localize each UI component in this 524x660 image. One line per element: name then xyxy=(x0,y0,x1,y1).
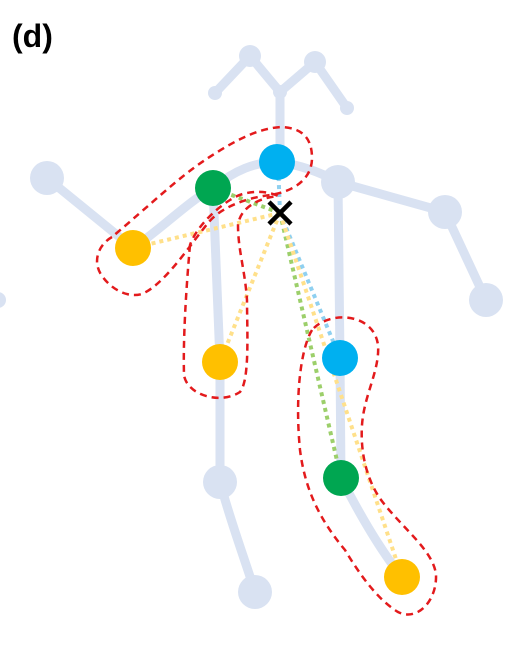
group-outlines xyxy=(95,125,438,616)
skeleton-joint xyxy=(428,195,462,229)
skeleton-bone xyxy=(333,177,450,217)
yellow-link xyxy=(218,212,282,363)
blue-joint xyxy=(259,144,295,180)
skeleton-joint xyxy=(208,86,222,100)
skeleton-joint xyxy=(238,575,272,609)
skeleton-bone xyxy=(333,177,345,365)
hip-group-outline xyxy=(182,190,283,400)
skeleton-joint xyxy=(304,51,326,73)
skeleton-bone xyxy=(335,355,346,483)
skeleton-joint xyxy=(321,165,355,199)
green-joint xyxy=(323,460,359,496)
blue-joint xyxy=(322,340,358,376)
panel-label: (d) xyxy=(12,18,53,54)
skeleton-joint xyxy=(203,465,237,499)
yellow-joint xyxy=(115,230,151,266)
skeleton-joint xyxy=(340,101,354,115)
green-link xyxy=(278,212,343,479)
yellow-link xyxy=(132,211,281,250)
keypoints xyxy=(115,144,420,595)
skeleton-bone xyxy=(42,173,138,253)
yellow-joint xyxy=(384,559,420,595)
skeleton xyxy=(42,49,491,597)
skeleton-joint xyxy=(30,161,64,195)
yellow-joint xyxy=(202,344,238,380)
skeleton-bone xyxy=(215,477,260,597)
green-joint xyxy=(195,170,231,206)
skeleton-joints xyxy=(0,45,503,609)
skeleton-joint xyxy=(239,45,261,67)
skeleton-joint xyxy=(0,292,6,308)
skeleton-joint xyxy=(273,85,287,99)
cross-icon xyxy=(267,200,293,226)
upper-limb-group-outline xyxy=(95,125,314,297)
skeleton-joint xyxy=(469,283,503,317)
leg-group-outline xyxy=(296,316,438,616)
